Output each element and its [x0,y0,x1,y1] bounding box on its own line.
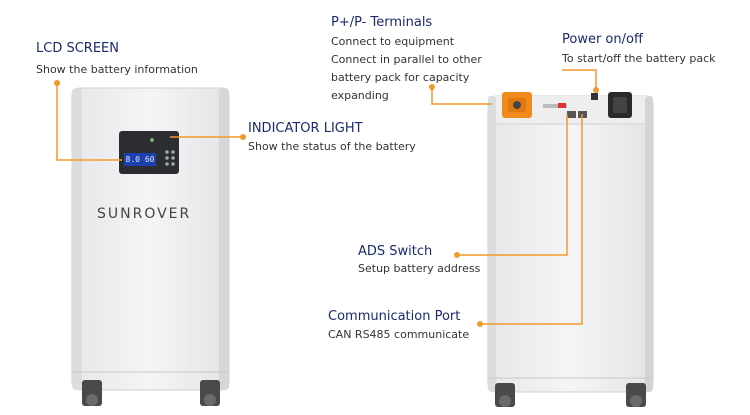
status-strip [543,103,567,108]
terminals-line-1: Connect to equipment [331,35,455,48]
power-title: Power on/off [562,32,643,47]
indicator-light-title: INDICATOR LIGHT [248,121,363,136]
callout-lines [56,69,597,325]
comm-port-title: Communication Port [328,309,461,324]
terminals-line-2: Connect in parallel to other [331,53,482,66]
lcd-readout: 8.0 60 [125,155,155,164]
terminals-line-3: battery pack for capacity [331,71,470,84]
power-desc: To start/off the battery pack [562,52,716,65]
callout-dots [54,80,599,327]
ads-switch-desc: Setup battery address [358,262,481,275]
left-battery-cabinet [71,87,230,406]
terminals-title: P+/P- Terminals [331,15,433,30]
terminals-line-4: expanding [331,89,389,102]
lcd-screen-desc: Show the battery information [36,63,198,76]
brand-logo: SUNROVER [97,206,192,222]
right-battery-cabinet [487,95,654,407]
lcd-screen-title: LCD SCREEN [36,41,119,56]
terminal-block [502,92,532,118]
power-switch [591,92,632,118]
lcd-panel [119,131,179,174]
comm-port-desc: CAN RS485 communicate [328,328,470,341]
indicator-light-desc: Show the status of the battery [248,140,416,153]
ads-switch-title: ADS Switch [358,244,433,259]
